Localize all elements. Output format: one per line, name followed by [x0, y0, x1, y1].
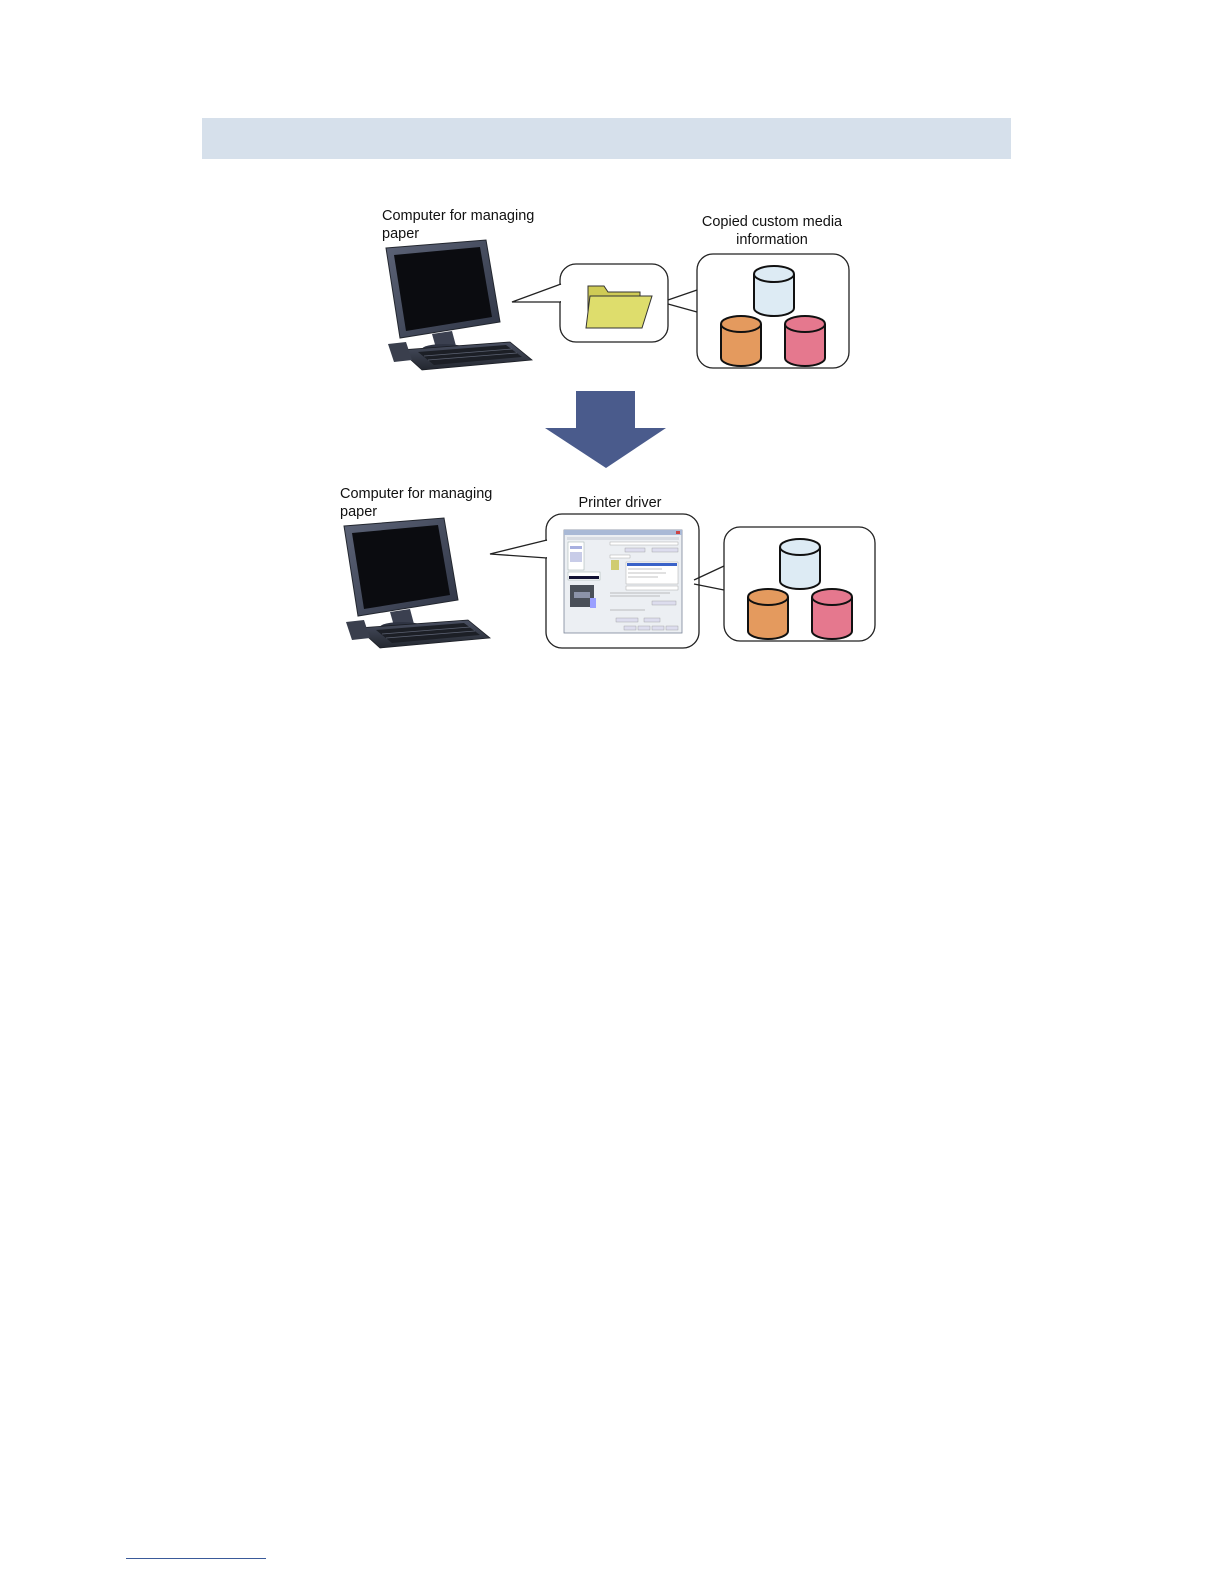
top-computer-icon	[386, 240, 532, 370]
bottom-computer-icon	[344, 518, 490, 648]
top-computer-label-line2: paper	[382, 226, 419, 242]
database-icon-blue	[780, 539, 820, 589]
database-icon-orange	[721, 316, 761, 366]
process-diagram: Computer for managing paper Copied custo…	[340, 200, 880, 650]
database-icon-pink	[785, 316, 825, 366]
footer-rule	[126, 1558, 266, 1559]
database-icon-pink	[812, 589, 852, 639]
database-icon-blue	[754, 266, 794, 316]
top-computer-label-line1: Computer for managing	[382, 208, 534, 224]
bottom-computer-label-line1: Computer for managing	[340, 486, 492, 502]
printer-driver-label: Printer driver	[579, 495, 662, 511]
database-icon-orange	[748, 589, 788, 639]
media-label-line1: Copied custom media	[702, 214, 843, 230]
down-arrow-icon	[545, 391, 666, 468]
media-label-line2: information	[736, 232, 808, 248]
top-connector	[668, 290, 697, 300]
header-band	[202, 118, 1011, 159]
printer-driver-dialog-thumbnail	[564, 530, 682, 633]
bottom-computer-label-line2: paper	[340, 504, 377, 520]
